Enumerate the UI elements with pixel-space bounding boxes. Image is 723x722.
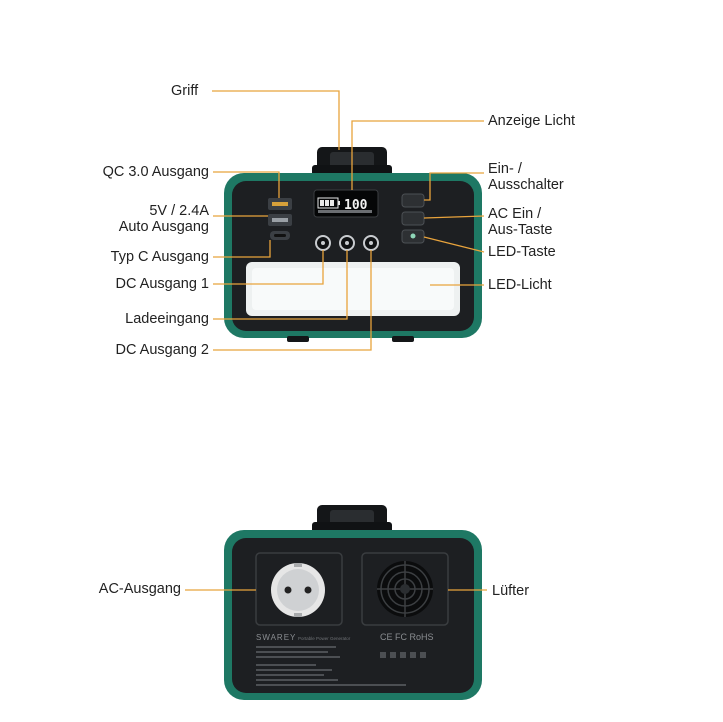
label-ladeeingang: Ladeeingang [125,311,209,327]
label-qc30: QC 3.0 Ausgang [102,164,209,180]
display-status-icons [318,210,372,213]
back-view: SWAREY Portable Power Generator CE FC Ro… [224,505,482,700]
brand-name: SWAREY [256,633,296,642]
label-typ-c: Typ C Ausgang [110,249,209,265]
usb-5v-port [268,214,292,226]
foot-right [392,336,414,342]
certifications: CE FC RoHS [380,632,434,642]
label-dc-2: DC Ausgang 2 [115,342,209,358]
label-led-taste: LED-Taste [488,244,556,260]
display-value: 100 [344,198,368,213]
front-leader-lines [212,90,485,351]
power-switch [401,193,425,208]
usb-qc-port [268,198,292,210]
label-ac-ausgang: AC-Ausgang [98,581,181,597]
label-led-licht: LED-Licht [488,277,552,293]
spec-text-lines [256,646,426,686]
label-ac-ein-aus: AC Ein / Aus-Taste [488,206,553,238]
foot-left [287,336,309,342]
back-handle [312,505,392,536]
label-dc-1: DC Ausgang 1 [115,276,209,292]
ac-button [401,211,425,226]
battery-bar-icon [317,197,340,209]
fan-grille [361,552,449,626]
label-ein-ausschalter: Ein- / Ausschalter [488,161,564,193]
label-luefter: Lüfter [492,583,530,599]
front-view: 100 [224,147,482,342]
label-anzeige-licht: Anzeige Licht [488,113,576,129]
product-line: Portable Power Generator [298,636,351,641]
label-griff: Griff [171,83,199,99]
usb-c-port [270,231,290,240]
label-usb-5v: 5V / 2.4A Auto Ausgang [118,203,209,235]
ac-socket [255,552,343,626]
